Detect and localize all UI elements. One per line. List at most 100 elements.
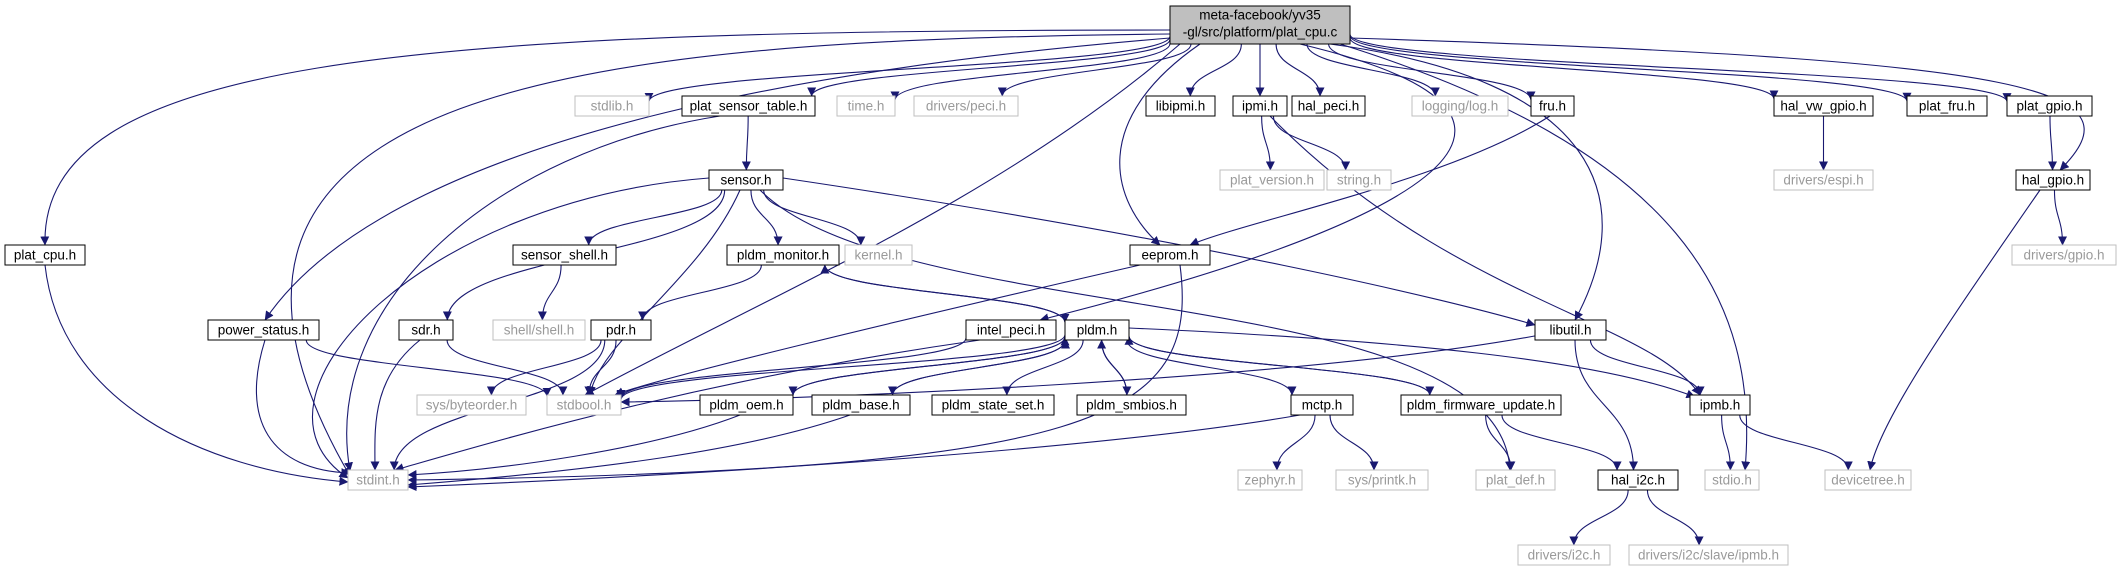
node-label: plat_sensor_table.h: [690, 99, 808, 114]
edge-plat_cpu_c-to-libipmi: [1185, 43, 1242, 97]
edge-pldm-to-mctp: [1126, 339, 1297, 396]
node-label: time.h: [848, 99, 885, 114]
node-hal_i2c[interactable]: hal_i2c.h: [1597, 469, 1679, 491]
node-pldm_firmware_update[interactable]: pldm_firmware_update.h: [1400, 394, 1562, 416]
edge-pldm_oem-to-stdint: [407, 414, 741, 480]
node-box: [913, 95, 1019, 117]
edge-pldm_smbios-to-pldm: [1097, 339, 1128, 396]
edge-plat_cpu_c-to-plat_fru: [1349, 35, 1912, 102]
node-pldm_smbios[interactable]: pldm_smbios.h: [1076, 394, 1187, 416]
node-label: stdlib.h: [591, 99, 634, 114]
edge-sensor-to-pldm_monitor: [750, 189, 783, 246]
edge-pldm_oem-to-pldm: [792, 336, 1070, 396]
node-label: pldm_state_set.h: [942, 398, 1045, 413]
node-pldm[interactable]: pldm.h: [1064, 319, 1130, 341]
root-node-label-line: meta-facebook/yv35: [1199, 8, 1321, 23]
edge-plat_cpu_c-to-intel_peci: [1039, 43, 1456, 323]
edge-pdr-to-sys_byteorder: [486, 339, 602, 396]
node-stdlib: stdlib.h: [574, 95, 650, 117]
node-kernel: kernel.h: [844, 244, 913, 266]
edge-sensor-to-libutil: [782, 177, 1536, 327]
edge-sensor_shell-to-shell_shell: [537, 264, 562, 321]
edge-eeprom-to-stdbool: [614, 264, 1141, 396]
edge-sensor-to-plat_def: [759, 189, 1515, 471]
edges-layer: [40, 29, 2085, 546]
node-box: [1291, 95, 1366, 117]
edge-intel_peci-to-stdbool: [616, 337, 967, 399]
node-label: hal_gpio.h: [2022, 173, 2084, 188]
root-node: meta-facebook/yv35-gl/src/platform/plat_…: [1169, 5, 1351, 45]
node-intel_peci[interactable]: intel_peci.h: [965, 319, 1057, 341]
node-plat_fru[interactable]: plat_fru.h: [1906, 95, 1988, 117]
edge-fru-to-eeprom: [1189, 115, 1551, 246]
node-plat_cpu_h[interactable]: plat_cpu.h: [4, 244, 86, 266]
node-eeprom[interactable]: eeprom.h: [1129, 244, 1211, 266]
node-pldm_state_set[interactable]: pldm_state_set.h: [931, 394, 1055, 416]
node-label: pdr.h: [606, 323, 636, 338]
edge-pldm-to-stdbool: [616, 334, 1066, 401]
node-box: [1232, 95, 1288, 117]
node-box: [2011, 244, 2117, 266]
node-hal_gpio[interactable]: hal_gpio.h: [2015, 169, 2091, 191]
node-box: [1773, 95, 1874, 117]
node-label: sys/byteorder.h: [426, 398, 518, 413]
edge-hal_i2c-to-drivers_i2c_slave_ipmb: [1646, 489, 1704, 546]
node-label: pldm.h: [1077, 323, 1118, 338]
node-label: shell/shell.h: [504, 323, 575, 338]
node-box: [2015, 169, 2091, 191]
node-libutil[interactable]: libutil.h: [1534, 319, 1607, 341]
node-sdr[interactable]: sdr.h: [398, 319, 454, 341]
node-plat_sensor_table[interactable]: plat_sensor_table.h: [681, 95, 816, 117]
edge-plat_cpu_c-to-hal_vw_gpio: [1349, 37, 1779, 100]
node-drivers_i2c: drivers/i2c.h: [1517, 544, 1611, 566]
node-box: [965, 319, 1057, 341]
node-ipmb[interactable]: ipmb.h: [1689, 394, 1751, 416]
node-label: pldm_firmware_update.h: [1407, 398, 1556, 413]
edge-hal_gpio-to-drivers_gpio: [2053, 189, 2068, 246]
node-ipmi[interactable]: ipmi.h: [1232, 95, 1288, 117]
node-sensor_shell[interactable]: sensor_shell.h: [512, 244, 617, 266]
node-box: [492, 319, 586, 341]
edge-sdr-to-stdbool: [446, 339, 568, 396]
node-sensor[interactable]: sensor.h: [708, 169, 784, 191]
node-hal_peci[interactable]: hal_peci.h: [1291, 95, 1366, 117]
node-pldm_base[interactable]: pldm_base.h: [811, 394, 911, 416]
node-hal_vw_gpio[interactable]: hal_vw_gpio.h: [1773, 95, 1874, 117]
node-box: [1335, 469, 1429, 491]
node-libipmi[interactable]: libipmi.h: [1145, 95, 1216, 117]
node-box: [207, 319, 320, 341]
node-box: [1064, 319, 1130, 341]
node-box: [1290, 394, 1354, 416]
edge-plat_cpu_h-to-stdint: [44, 264, 349, 486]
edge-plat_cpu_c-to-time: [890, 43, 1171, 101]
edge-plat_cpu_c-to-plat_gpio: [1349, 34, 2012, 103]
node-label: drivers/i2c/slave/ipmb.h: [1638, 548, 1779, 563]
node-label: pldm_oem.h: [709, 398, 783, 413]
node-mctp[interactable]: mctp.h: [1290, 394, 1354, 416]
node-pldm_monitor[interactable]: pldm_monitor.h: [726, 244, 840, 266]
edge-pldm_firmware_update-to-hal_i2c: [1501, 414, 1622, 471]
node-box: [844, 244, 913, 266]
node-box: [1411, 95, 1509, 117]
node-power_status[interactable]: power_status.h: [207, 319, 320, 341]
node-box: [1824, 469, 1912, 491]
node-stdbool: stdbool.h: [546, 394, 622, 416]
node-box: [1475, 469, 1556, 491]
edge-pldm-to-pldm_monitor: [820, 264, 1066, 323]
node-label: fru.h: [1539, 99, 1566, 114]
node-box: [1773, 169, 1874, 191]
node-fru[interactable]: fru.h: [1530, 95, 1575, 117]
node-box: [1689, 394, 1751, 416]
edge-plat_cpu_c-to-logging_log: [1306, 43, 1440, 97]
node-label: hal_vw_gpio.h: [1780, 99, 1866, 114]
node-pdr[interactable]: pdr.h: [590, 319, 652, 341]
node-box: [1628, 544, 1789, 566]
node-plat_def: plat_def.h: [1475, 469, 1556, 491]
node-plat_gpio[interactable]: plat_gpio.h: [2006, 95, 2093, 117]
edge-power_status-to-stdint: [256, 339, 351, 478]
node-label: logging/log.h: [1422, 99, 1499, 114]
node-box: [1400, 394, 1562, 416]
node-pldm_oem[interactable]: pldm_oem.h: [699, 394, 794, 416]
node-label: power_status.h: [218, 323, 310, 338]
node-label: pldm_smbios.h: [1086, 398, 1177, 413]
